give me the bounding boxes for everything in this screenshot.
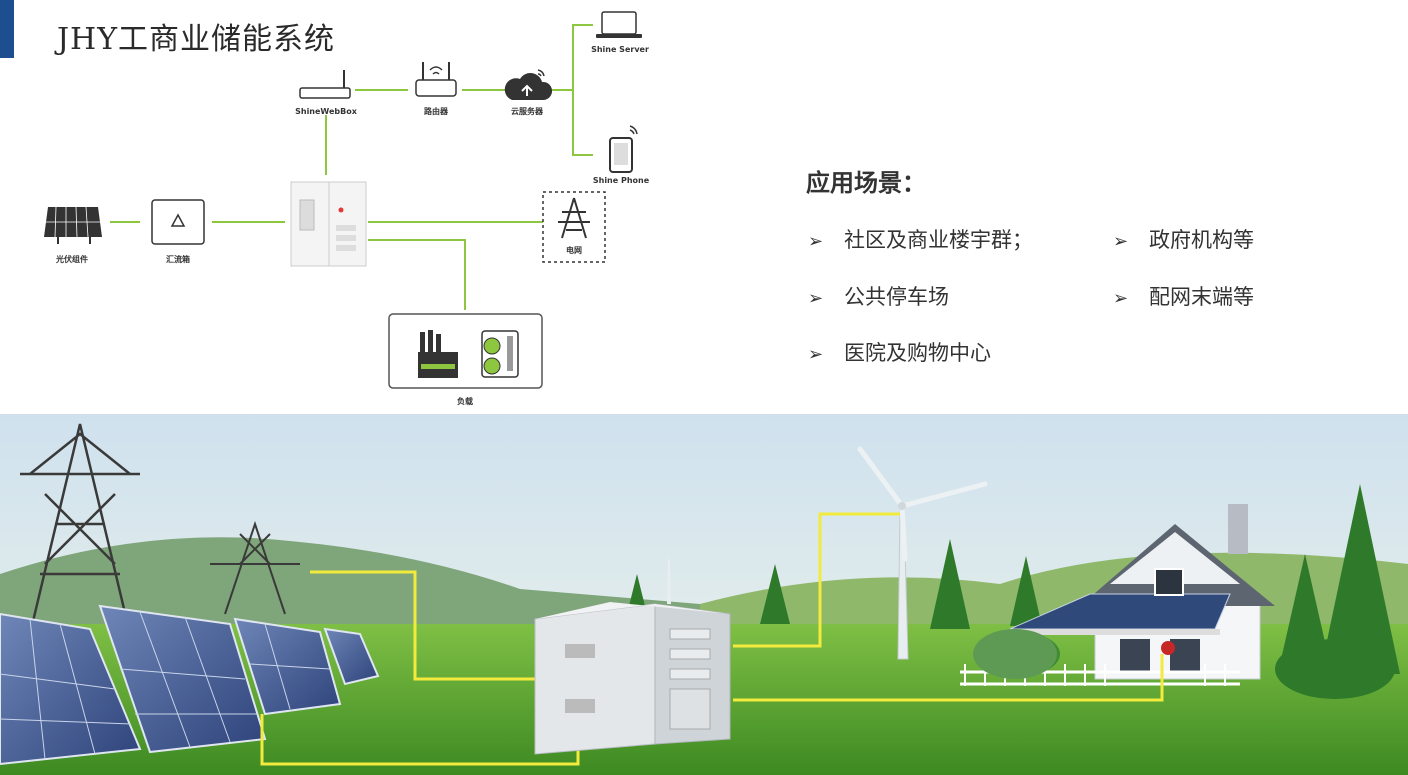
house-icon — [960, 504, 1275, 686]
combiner-label: 汇流箱 — [166, 254, 190, 264]
air-conditioner-icon — [481, 330, 519, 378]
router-icon: 路由器 — [415, 62, 457, 116]
pv-panel-icon: 光伏组件 — [44, 206, 102, 264]
router-label: 路由器 — [424, 106, 449, 116]
combiner-box-icon: 汇流箱 — [151, 199, 205, 264]
bullet-arrow-icon: ➢ — [808, 231, 824, 252]
container-icon — [534, 602, 731, 755]
cloud-server-label: 云服务器 — [511, 106, 544, 116]
shine-server-label: Shine Server — [591, 45, 649, 54]
storage-cabinet-icon — [290, 181, 367, 267]
application-item: ➢社区及商业楼宇群； — [808, 228, 1033, 252]
load-box: 负载 — [388, 313, 543, 406]
factory-icon — [418, 330, 458, 378]
yellow-wires — [260, 512, 1164, 766]
applications-title: 应用场景： — [806, 169, 926, 197]
load-label: 负载 — [457, 396, 473, 406]
pv-label: 光伏组件 — [55, 254, 88, 264]
webbox-label: ShineWebBox — [295, 107, 358, 116]
bullet-arrow-icon: ➢ — [808, 288, 824, 309]
system-diagram: Shine Server Shine Phone ShineWebBox 路由器… — [44, 11, 650, 406]
grid-icon: 电网 — [542, 191, 606, 263]
connection-lines — [110, 24, 593, 310]
bullet-arrow-icon: ➢ — [1113, 288, 1129, 309]
application-item: ➢政府机构等 — [1113, 228, 1254, 252]
cloud-server-icon: 云服务器 — [504, 69, 553, 116]
shine-phone-label: Shine Phone — [593, 176, 650, 185]
energy-storage-scene — [0, 414, 1408, 775]
application-item: ➢公共停车场 — [808, 285, 949, 309]
shine-server-icon: Shine Server — [591, 11, 649, 54]
solar-panel-icon — [0, 604, 380, 766]
bullet-arrow-icon: ➢ — [1113, 231, 1129, 252]
application-item: ➢医院及购物中心 — [808, 341, 991, 365]
page-title: JHY工商业储能系统 — [57, 22, 335, 57]
shine-phone-icon: Shine Phone — [593, 125, 650, 185]
bullet-arrow-icon: ➢ — [808, 344, 824, 365]
application-item: ➢配网末端等 — [1113, 285, 1254, 309]
wind-turbine-icon — [667, 446, 988, 660]
power-tower-icon — [20, 423, 300, 635]
grid-label: 电网 — [566, 245, 582, 255]
webbox-icon: ShineWebBox — [295, 70, 358, 116]
title-accent-bar — [0, 0, 14, 58]
